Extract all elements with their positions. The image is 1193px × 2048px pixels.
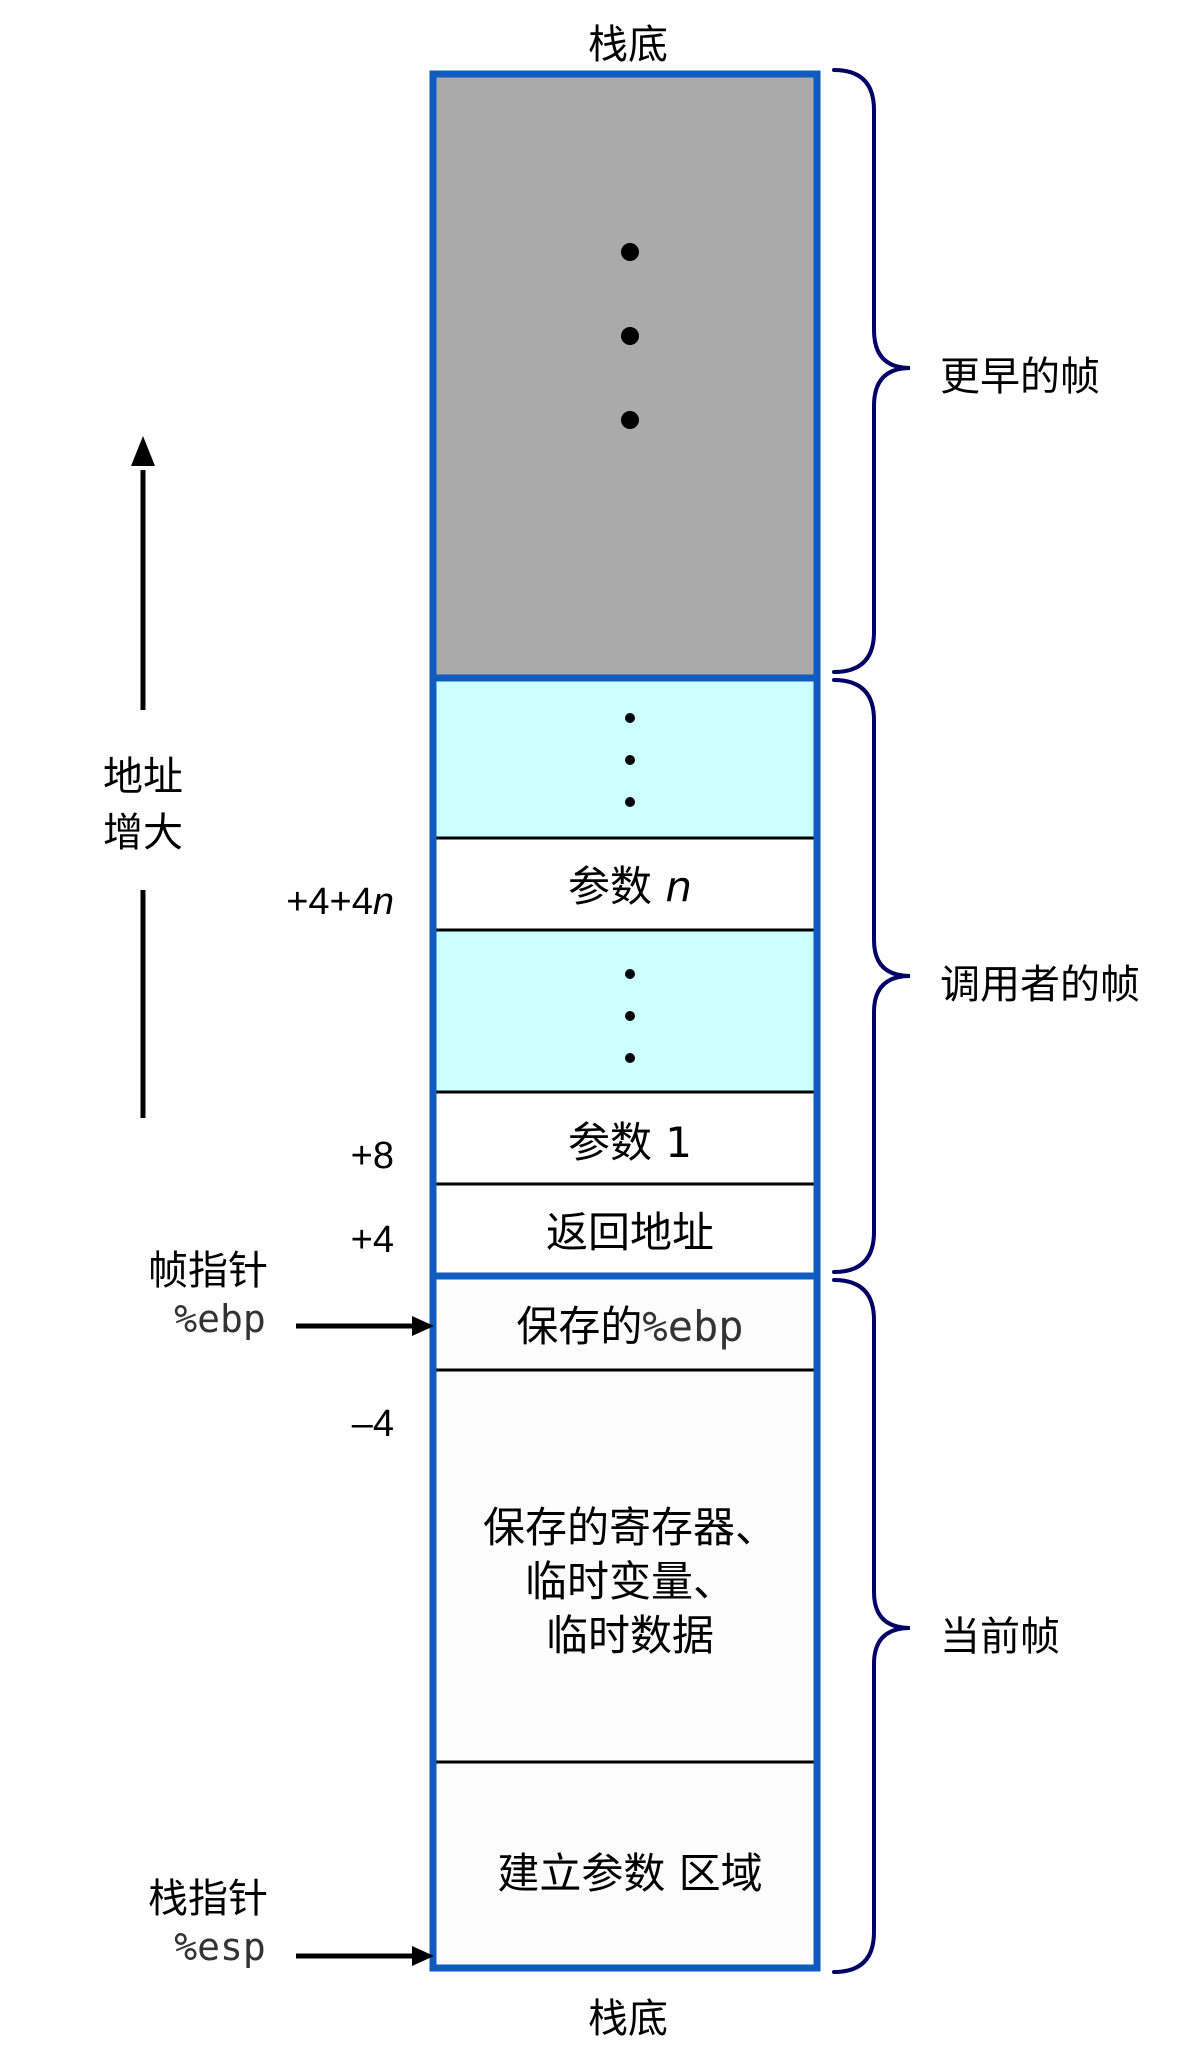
cell-saved-registers-line-1: 保存的寄存器、 (483, 1503, 777, 1552)
stack-pointer-label: 栈指针 (148, 1876, 268, 1922)
frame-pointer-label: 帧指针 (148, 1248, 268, 1294)
stack-top-label: 栈底 (588, 22, 668, 68)
offset-param-n: +4+4n (286, 881, 394, 923)
offset-saved-registers: –4 (352, 1403, 394, 1445)
label-current-frame: 当前帧 (940, 1614, 1060, 1660)
brace-current-frame (832, 1278, 911, 1974)
address-increase-arrow (131, 436, 155, 1118)
arrow-right-icon (412, 1946, 434, 1966)
offset-return-address: +4 (351, 1219, 394, 1261)
stack-border (429, 70, 821, 1972)
stack-bottom-label: 栈底 (588, 1996, 668, 2042)
label-caller-frame: 调用者的帧 (940, 962, 1140, 1008)
caller-ellipsis-mid (625, 969, 635, 1063)
cell-argument-build-area: 建立参数 区域 (497, 1849, 762, 1898)
offset-param-1: +8 (351, 1135, 394, 1177)
cell-return-address: 返回地址 (546, 1208, 714, 1257)
caller-dots-region-top (433, 678, 817, 838)
earlier-frame-ellipsis (621, 243, 639, 429)
label-earlier-frame: 更早的帧 (940, 354, 1100, 400)
cell-dividers (433, 836, 817, 1764)
arrow-up-icon (131, 436, 155, 466)
earlier-frame-region (433, 74, 817, 678)
stack-pointer-arrow (296, 1946, 434, 1966)
cell-param-n: 参数 n (568, 862, 692, 911)
brace-earlier-frame (832, 68, 911, 674)
frame-pointer-arrow (296, 1316, 434, 1336)
arrow-right-icon (412, 1316, 434, 1336)
current-frame-fill (433, 1276, 817, 1968)
cell-saved-ebp: 保存的%ebp (516, 1302, 743, 1351)
cell-param-1: 参数 1 (568, 1118, 692, 1167)
address-arrow-label-line-1: 地址 (103, 754, 183, 800)
address-arrow-label-line-2: 增大 (103, 810, 183, 856)
caller-ellipsis-top (625, 713, 635, 807)
stack-pointer-register: %esp (174, 1925, 266, 1969)
cell-saved-registers-line-3: 临时数据 (546, 1611, 714, 1660)
frame-braces (832, 68, 911, 1974)
caller-dots-region-mid (433, 930, 817, 1092)
brace-caller-frame (832, 678, 911, 1274)
cell-saved-registers-line-2: 临时变量、 (525, 1557, 735, 1606)
frame-pointer-register: %ebp (174, 1297, 266, 1341)
